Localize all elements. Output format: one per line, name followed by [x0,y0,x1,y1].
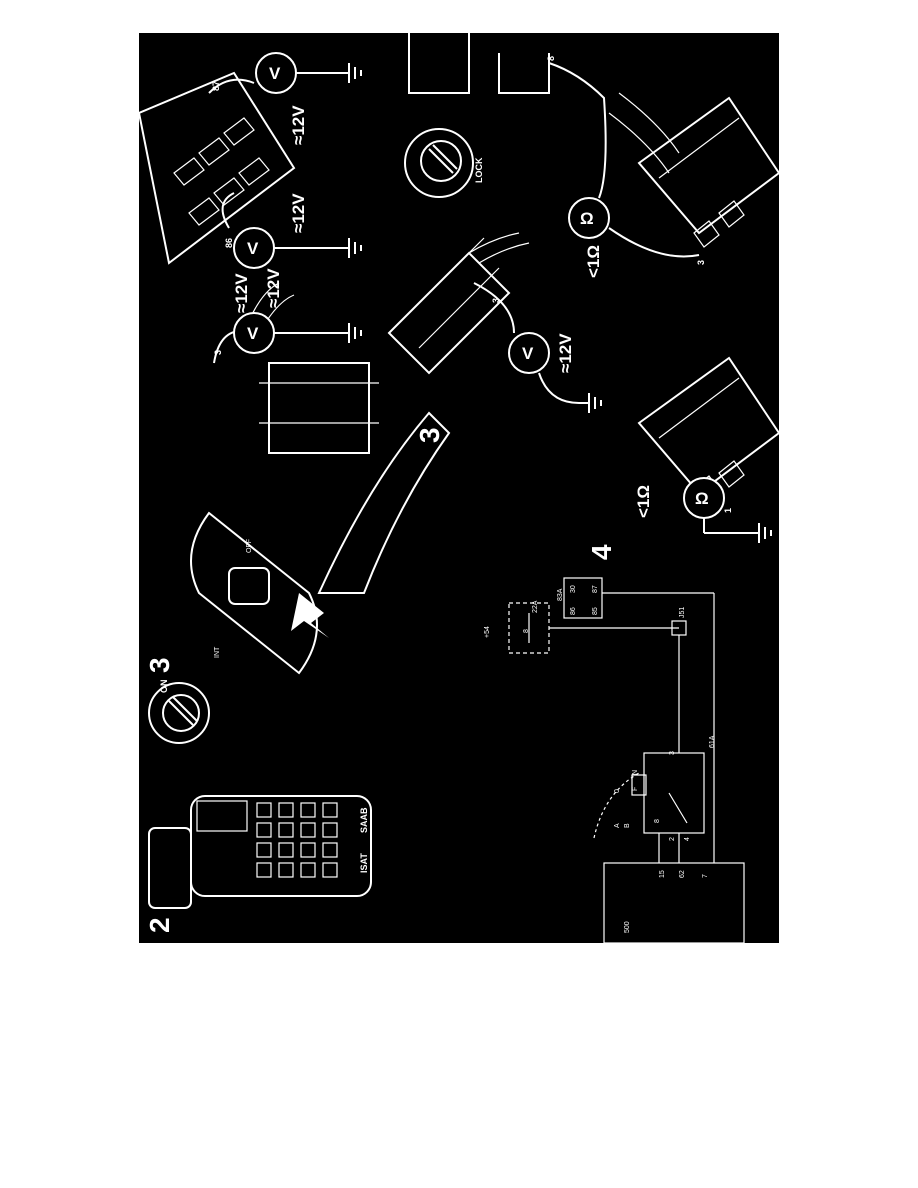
module-pin-15: 15 [659,870,666,878]
fuse-label: 22A [532,600,539,613]
switch-pos-b: B [624,823,631,828]
volt-symbol: V [247,239,259,258]
ignition-on-label: ON [159,680,169,694]
step-number-2: 2 [144,917,175,933]
ignition-lock-label: LOCK [474,157,484,183]
switch-pin-2: 2 [669,837,676,841]
fuse-number: 8 [523,629,530,633]
ohm-symbol: Ω [695,489,709,508]
connector-pin-label: 3 [491,298,501,303]
relay-pin-3-label: 3 [696,260,706,265]
module-pin-7: 7 [702,874,709,878]
isat-tester: SAAB ISAT [148,795,372,909]
reading-12v-87: ≈12V [289,105,308,145]
reading-12v-stalk: ≈12V [232,273,251,313]
step-number-4: 4 [586,544,617,560]
reading-12v-86: ≈12V [264,268,283,308]
module-label: 500 [624,921,631,933]
step-number-3-right: 3 [414,427,445,443]
wiring-diagram: SAAB ISAT 2 ON 3 INT OFF 3 V ≈12V [139,33,779,943]
ignition-on-icon: ON [148,680,210,744]
volt-symbol: V [522,344,534,363]
switch-pos-a: A [614,823,621,828]
relay-pin-30: 30 [570,585,577,593]
diagram-panel: SAAB ISAT 2 ON 3 INT OFF 3 V ≈12V [139,33,779,943]
reading-ohm-pin8: <1Ω [584,245,603,278]
relay-socket: 86 87 [139,71,296,265]
stalk-pin-label: 3 [213,350,223,355]
stalk-int-label: INT [214,646,221,658]
arrow-down-icon [291,593,329,638]
reading-12v-connector: ≈12V [556,333,575,373]
wiring-schematic: +54 22A 8 83A 86 30 85 87 J51 61A 3 2 4 … [484,577,745,943]
reading-12v-86b: ≈12V [289,193,308,233]
relay-pin-87: 87 [592,585,599,593]
switch-pin-3: 3 [669,751,676,755]
tester-model: ISAT [359,853,369,873]
switch-pin-4: 4 [684,837,691,841]
wiper-stalk: INT OFF [190,282,451,675]
pin-86-label: 86 [224,238,234,248]
ignition-lock-icon: LOCK [404,128,484,198]
relay-terminals-top: 8 [408,33,556,94]
tester-brand: SAAB [359,807,369,833]
volt-symbol: V [247,324,259,343]
relay-pin-86: 86 [570,607,577,615]
module-pin-62: 62 [679,870,686,878]
voltmeter-86: V ≈12V ≈12V [221,192,362,308]
ohmmeter-pin8: Ω 3 <1Ω [548,62,706,278]
voltmeter-87: V ≈12V [208,52,362,145]
junction-label: J51 [679,607,686,618]
volt-symbol: V [269,64,281,83]
switch-pos-0: 0 [614,789,621,793]
relay-label: 83A [557,588,564,601]
switch-pos-n: N [632,770,639,775]
relay-body-right [608,92,779,248]
ohmmeter-pin1: 1 Ω <1Ω [634,477,772,543]
voltmeter-connector: 3 V ≈12V [473,282,602,413]
step-number-3-left: 3 [144,657,175,673]
tester-keypad [256,802,338,878]
pin-8-label: 8 [546,56,556,61]
stalk-off-label: OFF [246,539,253,553]
pin-1-label: 1 [723,508,733,513]
switch-pos-f: F [632,787,639,791]
switch-pin-8: 8 [654,819,661,823]
switch-label: 61A [709,735,716,748]
supply-label: +54 [484,626,491,638]
connector-block [387,232,530,375]
voltmeter-stalk: 3 V ≈12V [213,273,362,364]
relay-pin-85: 85 [592,607,599,615]
reading-ohm-pin1: <1Ω [634,485,653,518]
ohm-symbol: Ω [580,209,594,228]
